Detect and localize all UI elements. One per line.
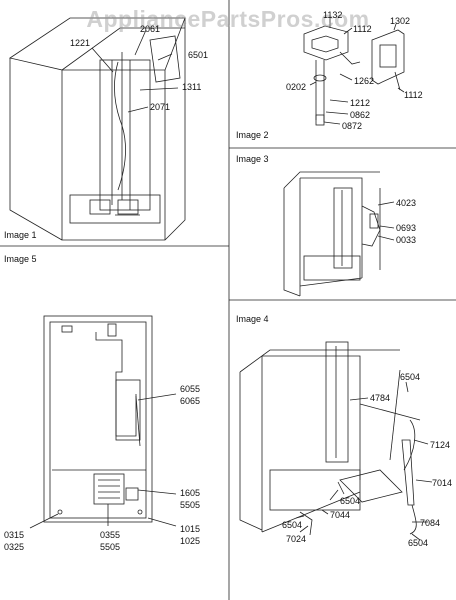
image1-cabinet — [9, 17, 186, 241]
part-label: 6504 — [400, 372, 421, 382]
part-label: 0872 — [342, 121, 363, 131]
part-label: 1132 — [323, 10, 343, 20]
part-label: 7084 — [420, 518, 441, 528]
image4-cabinet — [239, 341, 421, 536]
part-label: 0355 — [100, 530, 121, 540]
part-label: 6055 — [180, 384, 201, 394]
part-label: 1112 — [353, 24, 372, 34]
part-label: 1212 — [350, 98, 371, 108]
image4-title: Image 4 — [236, 314, 269, 324]
part-label: 6504 — [408, 538, 429, 548]
part-label: 1015 — [180, 524, 201, 534]
part-label: 6501 — [188, 50, 209, 60]
image5-rear-view — [43, 315, 153, 523]
image2-title: Image 2 — [236, 130, 269, 140]
part-label: 1221 — [70, 38, 91, 48]
image3-title: Image 3 — [236, 154, 269, 164]
part-label: 7014 — [432, 478, 453, 488]
part-label: 4784 — [370, 393, 391, 403]
part-label: 1302 — [390, 16, 411, 26]
part-label: 1262 — [354, 76, 375, 86]
part-label: 0862 — [350, 110, 371, 120]
image5-title: Image 5 — [4, 254, 37, 264]
part-label: 2071 — [150, 102, 171, 112]
part-label: 0315 — [4, 530, 25, 540]
part-label: 5505 — [100, 542, 121, 552]
part-label: 7044 — [330, 510, 351, 520]
part-label: 6065 — [180, 396, 201, 406]
part-label: 0325 — [4, 542, 25, 552]
part-label: 0693 — [396, 223, 417, 233]
part-label: 1025 — [180, 536, 201, 546]
part-label: 6504 — [282, 520, 303, 530]
part-label: 0202 — [286, 82, 307, 92]
image1-title: Image 1 — [4, 230, 37, 240]
part-label: 1311 — [182, 82, 202, 92]
image2-assembly — [303, 25, 405, 126]
part-label: 0033 — [396, 235, 417, 245]
part-label: 5505 — [180, 500, 201, 510]
part-label: 2061 — [140, 24, 161, 34]
image3-cabinet — [283, 171, 381, 297]
part-label: 1605 — [180, 488, 201, 498]
part-label: 4023 — [396, 198, 417, 208]
part-label: 6504 — [340, 496, 361, 506]
part-label: 7024 — [286, 534, 307, 544]
part-label: 7124 — [430, 440, 451, 450]
part-label: 1112 — [404, 90, 423, 100]
